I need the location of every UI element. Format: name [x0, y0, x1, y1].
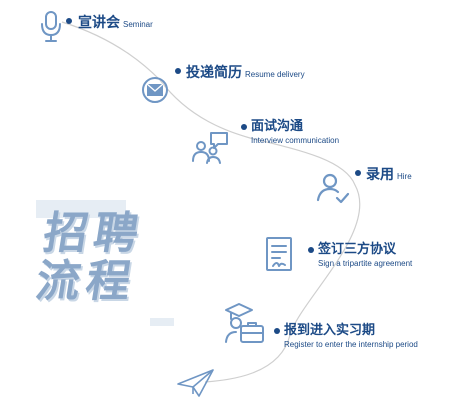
title-line-1: 招聘	[39, 208, 148, 259]
step-interview-communication: 面试沟通 Interview communication	[251, 119, 339, 146]
step-marker	[66, 18, 72, 24]
step-marker	[274, 328, 280, 334]
decor-block	[36, 200, 126, 218]
step-marker	[355, 170, 361, 176]
step-label-cn: 签订三方协议	[318, 242, 397, 257]
recruitment-process-title: 招聘 流程	[32, 208, 148, 307]
title-line-2: 流程	[32, 256, 141, 307]
microphone-icon	[41, 11, 61, 42]
step-label-cn: 投递简历	[186, 65, 242, 81]
decor-block	[150, 318, 174, 326]
chat-people-icon	[192, 132, 228, 164]
step-label-en: Seminar	[123, 20, 153, 29]
step-label-en: Interview communication	[251, 136, 340, 145]
step-label-cn: 录用	[366, 167, 394, 183]
step-label-en: Sign a tripartite agreement	[318, 259, 413, 268]
contract-icon	[266, 237, 292, 271]
step-marker	[241, 124, 247, 130]
step-label-en: Hire	[397, 172, 412, 181]
step-sign-agreement: 签订三方协议 Sign a tripartite agreement	[318, 242, 412, 269]
envelope-icon	[142, 77, 168, 103]
paper-plane-icon	[177, 369, 214, 397]
step-label-cn: 宣讲会	[78, 15, 120, 31]
user-check-icon	[316, 173, 350, 204]
step-label-cn: 面试沟通	[251, 119, 304, 134]
step-marker	[308, 247, 314, 253]
step-marker	[175, 68, 181, 74]
step-label-cn: 报到进入实习期	[284, 323, 376, 338]
step-label-en: Register to enter the internship period	[284, 340, 418, 349]
step-internship: 报到进入实习期 Register to enter the internship …	[284, 323, 418, 350]
step-label-en: Resume delivery	[245, 70, 305, 79]
graduate-briefcase-icon	[225, 303, 264, 343]
